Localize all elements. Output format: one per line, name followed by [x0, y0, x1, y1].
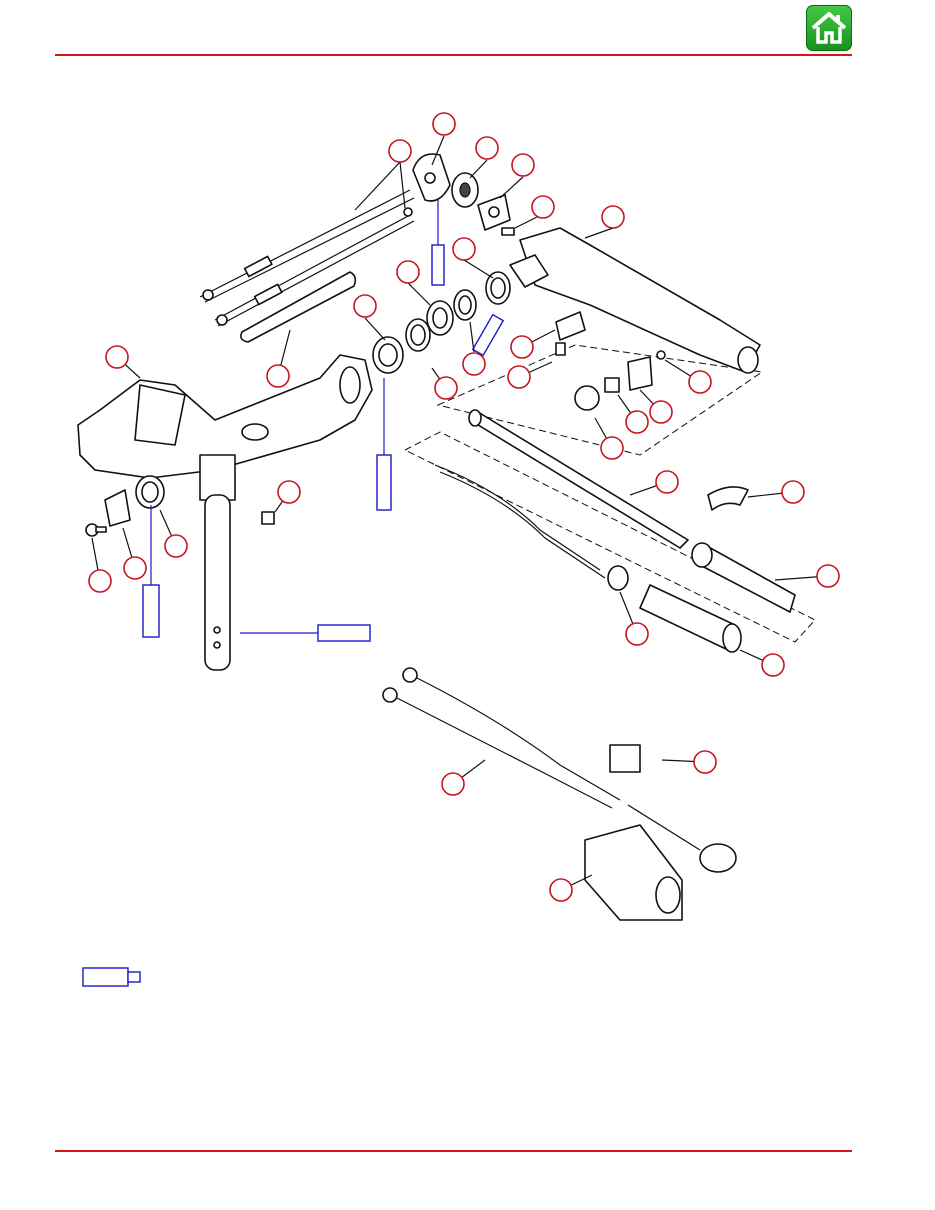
- cable-sleeve: [240, 271, 357, 343]
- callout-marker: [475, 136, 499, 160]
- washer-3: [485, 271, 511, 305]
- sealant-tube-icon: [471, 313, 505, 357]
- cable-anchor: [555, 311, 586, 341]
- callout-marker: [105, 345, 129, 369]
- callout-marker: [388, 139, 412, 163]
- callout-marker: [688, 370, 712, 394]
- callout-marker: [123, 556, 147, 580]
- shift-knob: [574, 385, 600, 411]
- callout-marker: [761, 653, 785, 677]
- throttle-shaft: [468, 409, 689, 549]
- steering-bracket: [77, 354, 373, 501]
- callout-marker: [507, 365, 531, 389]
- callout-marker: [625, 622, 649, 646]
- callout-marker: [531, 195, 555, 219]
- callout-marker: [452, 237, 476, 261]
- callout-marker: [816, 564, 840, 588]
- callout-marker: [781, 480, 805, 504]
- callout-marker: [277, 480, 301, 504]
- callout-marker: [600, 436, 624, 460]
- callout-markers: [88, 112, 840, 902]
- callout-marker: [549, 878, 573, 902]
- callout-marker: [462, 352, 486, 376]
- callout-marker: [655, 470, 679, 494]
- group-outline-upper: [436, 344, 764, 456]
- grip-insert: [707, 486, 749, 511]
- throttle-grip: [691, 542, 796, 613]
- home-icon: [811, 12, 847, 44]
- cam-plate: [477, 194, 511, 231]
- friction-block: [627, 356, 653, 391]
- sealant-tube-icon: [376, 378, 392, 511]
- callout-marker: [693, 750, 717, 774]
- spacer-plate: [609, 744, 641, 773]
- detent-spring: [604, 377, 620, 393]
- bracket-screw: [85, 523, 107, 537]
- plate-screw: [501, 227, 515, 236]
- gear: [451, 172, 479, 208]
- header-rule: [55, 54, 852, 56]
- footer-rule: [55, 1150, 852, 1152]
- grip-cover: [639, 584, 742, 653]
- washer-2: [453, 289, 477, 321]
- callout-marker: [510, 335, 534, 359]
- cable-assembly: [199, 189, 415, 327]
- sealant-tube-icon: [142, 505, 160, 638]
- anchor-screw: [555, 342, 566, 356]
- throttle-cam: [412, 153, 451, 202]
- callout-marker: [625, 410, 649, 434]
- callout-marker: [511, 153, 535, 177]
- callout-marker: [88, 569, 112, 593]
- sealant-tube-icon: [431, 200, 445, 286]
- retainer-clip: [104, 489, 131, 527]
- harness-bracket: [584, 824, 683, 921]
- washer-1: [405, 318, 431, 352]
- callout-marker: [164, 534, 188, 558]
- callout-marker: [441, 772, 465, 796]
- callout-marker: [266, 364, 290, 388]
- callout-marker: [396, 260, 420, 284]
- ground-lead-harness: [382, 667, 621, 809]
- bracket-bushing: [135, 475, 165, 509]
- home-button[interactable]: [806, 5, 852, 51]
- sealant-tube-icon: [240, 624, 371, 642]
- steering-shaft: [204, 494, 231, 671]
- harness-connector: [627, 804, 737, 873]
- callout-marker: [434, 376, 458, 400]
- sealant-legend-icon: [82, 967, 141, 987]
- grease-fitting: [261, 511, 275, 525]
- group-outline-lower: [403, 431, 816, 643]
- callout-marker: [649, 400, 673, 424]
- callout-marker: [353, 294, 377, 318]
- callout-marker: [601, 205, 625, 229]
- block-screw: [656, 350, 666, 360]
- friction-ring: [426, 300, 454, 336]
- upper-bushing: [372, 336, 404, 374]
- tiller-handle: [509, 227, 761, 374]
- stop-switch-lead: [434, 464, 629, 591]
- callout-marker: [432, 112, 456, 136]
